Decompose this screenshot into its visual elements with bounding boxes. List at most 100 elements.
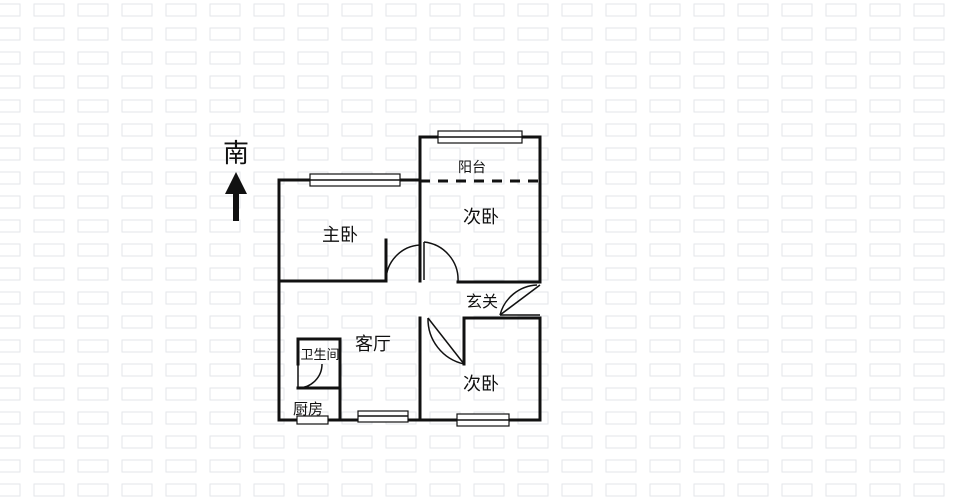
watermark-tile	[385, 99, 417, 113]
watermark-tile	[693, 291, 725, 305]
watermark-tile	[385, 315, 417, 329]
watermark-tile	[605, 3, 637, 17]
watermark-tile	[385, 51, 417, 65]
watermark-tile	[781, 171, 813, 185]
watermark-tile	[649, 195, 681, 209]
watermark-tile	[605, 387, 637, 401]
watermark-tile	[649, 75, 681, 89]
watermark-tile	[473, 435, 505, 449]
watermark-tile	[649, 219, 681, 233]
watermark-tile	[385, 123, 417, 137]
watermark-tile	[77, 147, 109, 161]
watermark-tile	[385, 147, 417, 161]
watermark-tile	[429, 195, 461, 209]
watermark-tile	[77, 459, 109, 473]
watermark-tile	[165, 171, 197, 185]
watermark-tile	[165, 75, 197, 89]
watermark-tile	[121, 459, 153, 473]
watermark-tile	[209, 291, 241, 305]
watermark-tile	[253, 27, 285, 41]
watermark-tile	[693, 363, 725, 377]
label-second-bedroom-north: 次卧	[463, 207, 499, 228]
watermark-tile	[693, 339, 725, 353]
watermark-tile	[517, 75, 549, 89]
watermark-tile	[77, 363, 109, 377]
watermark-tile	[385, 459, 417, 473]
compass-label: 南	[223, 139, 249, 169]
watermark-tile	[0, 51, 21, 65]
watermark-tile	[473, 99, 505, 113]
watermark-tile	[77, 339, 109, 353]
watermark-tile	[209, 123, 241, 137]
watermark-tile	[473, 243, 505, 257]
watermark-tile	[781, 75, 813, 89]
watermark-tile	[561, 219, 593, 233]
watermark-tile	[649, 243, 681, 257]
watermark-tile	[737, 123, 769, 137]
watermark-tile	[693, 99, 725, 113]
watermark-tile	[561, 75, 593, 89]
watermark-tile	[825, 195, 857, 209]
watermark-tile	[341, 435, 373, 449]
watermark-tile	[605, 483, 637, 497]
watermark-tile	[561, 267, 593, 281]
watermark-tile	[825, 3, 857, 17]
label-kitchen: 厨房	[293, 400, 323, 418]
door-bathroom	[297, 363, 323, 389]
watermark-tile	[297, 483, 329, 497]
watermark-tile	[781, 267, 813, 281]
watermark-tile	[913, 339, 945, 353]
watermark-tile	[341, 267, 373, 281]
watermark-tile	[385, 339, 417, 353]
watermark-tile	[0, 459, 21, 473]
watermark-tile	[825, 51, 857, 65]
watermark-tile	[517, 411, 549, 425]
watermark-tile	[33, 339, 65, 353]
watermark-tile	[77, 315, 109, 329]
watermark-tile	[253, 483, 285, 497]
watermark-tile	[781, 363, 813, 377]
watermark-pattern	[0, 3, 945, 497]
watermark-tile	[869, 267, 901, 281]
watermark-tile	[561, 171, 593, 185]
watermark-tile	[77, 219, 109, 233]
watermark-tile	[825, 243, 857, 257]
watermark-tile	[781, 243, 813, 257]
watermark-tile	[605, 339, 637, 353]
watermark-tile	[209, 195, 241, 209]
watermark-tile	[605, 147, 637, 161]
watermark-tile	[693, 411, 725, 425]
watermark-tile	[341, 315, 373, 329]
watermark-tile	[605, 315, 637, 329]
watermark-tile	[253, 267, 285, 281]
watermark-tile	[561, 243, 593, 257]
watermark-tile	[913, 75, 945, 89]
watermark-tile	[517, 195, 549, 209]
watermark-tile	[385, 3, 417, 17]
watermark-tile	[693, 219, 725, 233]
watermark-tile	[473, 75, 505, 89]
watermark-tile	[825, 99, 857, 113]
watermark-tile	[253, 291, 285, 305]
door-master	[385, 244, 421, 282]
watermark-tile	[605, 99, 637, 113]
watermark-tile	[605, 363, 637, 377]
watermark-tile	[341, 387, 373, 401]
watermark-tile	[33, 171, 65, 185]
watermark-tile	[429, 315, 461, 329]
watermark-tile	[209, 387, 241, 401]
watermark-tile	[605, 123, 637, 137]
watermark-tile	[253, 75, 285, 89]
watermark-tile	[121, 99, 153, 113]
watermark-tile	[517, 267, 549, 281]
watermark-tile	[385, 195, 417, 209]
watermark-tile	[33, 459, 65, 473]
watermark-tile	[825, 339, 857, 353]
watermark-tile	[121, 291, 153, 305]
watermark-tile	[869, 387, 901, 401]
watermark-tile	[737, 27, 769, 41]
watermark-tile	[429, 27, 461, 41]
watermark-tile	[209, 219, 241, 233]
watermark-tile	[253, 339, 285, 353]
watermark-tile	[121, 123, 153, 137]
